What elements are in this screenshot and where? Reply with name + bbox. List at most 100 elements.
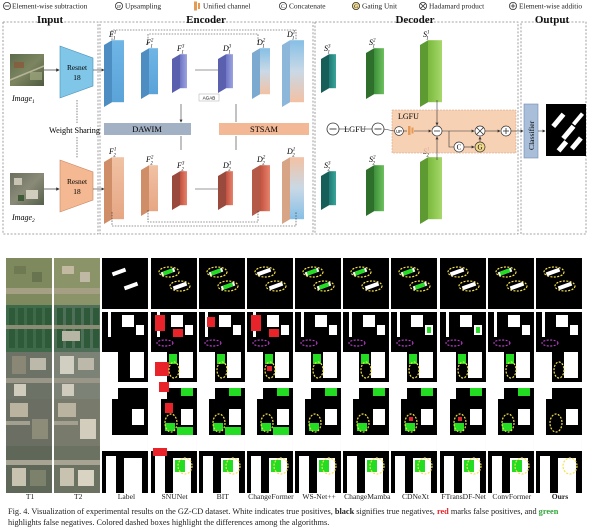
input-image-1 <box>9 54 45 86</box>
satellite-image <box>54 399 101 446</box>
encoder-feature-top-2 <box>141 48 158 99</box>
image-1-label: Image1 <box>11 94 35 105</box>
decoder-feature-bottom-2 <box>366 165 384 216</box>
change-map <box>198 258 245 305</box>
change-map <box>198 399 245 446</box>
change-map <box>439 258 486 305</box>
change-map <box>150 352 197 399</box>
legend-item-unified-channel: Unified channel <box>194 1 250 11</box>
decoder-feature-bottom-1 <box>321 171 336 210</box>
change-map <box>295 258 342 305</box>
change-map <box>246 258 293 305</box>
change-map <box>391 399 438 446</box>
upsampling-icon <box>115 2 124 10</box>
change-map <box>343 446 390 493</box>
column-label: WS-Net++ <box>302 492 336 501</box>
agab-tag: AGAB <box>198 93 220 102</box>
satellite-image <box>6 446 52 493</box>
unified-channel-icon <box>408 126 411 135</box>
change-map <box>295 305 342 352</box>
resnet-top-depth: 18 <box>73 73 81 82</box>
agab-label: AGAB <box>203 96 216 101</box>
concatenate-node: C <box>453 141 465 153</box>
encoder-feature-top-1 <box>104 40 124 108</box>
caption-black: black <box>334 507 355 516</box>
decoder-feature-bottom-3 <box>420 157 442 224</box>
encoder-feature-bottom-6 <box>282 157 304 224</box>
unified-channel-icon <box>194 1 197 11</box>
change-map <box>487 258 534 305</box>
figure-caption: Fig. 4. Visualization of experimental re… <box>8 506 584 528</box>
section-title-decoder: Decoder <box>395 14 434 26</box>
subtraction-icon <box>3 2 11 10</box>
encoder-feature-bottom-3 <box>172 171 187 210</box>
change-map <box>391 352 438 399</box>
change-map <box>343 352 390 399</box>
encoder-feature-bottom-1 <box>104 157 124 224</box>
section-title-encoder: Encoder <box>186 14 226 26</box>
satellite-image <box>6 305 52 352</box>
gating-unit-icon <box>351 2 360 10</box>
satellite-image <box>54 305 101 352</box>
satellite-image <box>54 258 101 305</box>
resnet-top-label: Resnet <box>67 63 88 72</box>
column-label: SNUNet <box>161 492 188 501</box>
legend-label: Concatenate <box>289 2 326 11</box>
column-label: ConvFormer <box>492 492 532 501</box>
dawim-label: DAWIM <box>132 125 162 134</box>
legend-label: Unified channel <box>203 2 250 11</box>
column-label: T2 <box>74 492 83 501</box>
results-row <box>6 446 584 493</box>
results-grid <box>6 258 584 493</box>
change-map <box>535 399 582 446</box>
input-image-2 <box>10 173 44 205</box>
classifier-label: Classifier <box>527 120 536 150</box>
hadamard-node <box>474 125 486 137</box>
change-map <box>150 258 197 305</box>
results-row <box>6 399 584 446</box>
encoder-feature-bottom-4 <box>218 171 233 210</box>
change-map <box>535 305 582 352</box>
satellite-image <box>6 352 52 399</box>
section-title-output: Output <box>535 14 570 26</box>
lgfu-box-title: LGFU <box>398 112 419 121</box>
change-map <box>246 305 293 352</box>
subtraction-node <box>431 125 443 137</box>
legend-label: Gating Unit <box>362 2 398 11</box>
satellite-image <box>54 446 101 493</box>
change-map <box>246 446 293 493</box>
change-map <box>439 399 486 446</box>
results-row <box>6 258 584 305</box>
encoder-feature-bottom-2 <box>141 165 158 216</box>
change-map <box>198 305 245 352</box>
column-label: ChangeMamba <box>344 492 391 501</box>
change-map <box>487 352 534 399</box>
change-map <box>198 352 245 399</box>
change-map <box>343 305 390 352</box>
satellite-image <box>6 399 52 446</box>
resnet-bottom <box>59 159 94 213</box>
c-label: C <box>457 144 462 152</box>
change-map <box>535 352 582 399</box>
change-map <box>343 258 390 305</box>
g-label: G <box>477 144 482 152</box>
decoder-feature-top-3 <box>420 40 442 108</box>
image-2-label: Image2 <box>11 213 35 224</box>
encoder-feature-top-5 <box>252 48 270 99</box>
output-change-map <box>546 104 586 156</box>
stsam-bar <box>219 123 309 135</box>
column-label: Label <box>117 492 136 501</box>
change-map <box>439 446 486 493</box>
change-map <box>102 399 149 446</box>
addition-icon <box>508 2 517 10</box>
caption-red: red <box>436 507 449 516</box>
